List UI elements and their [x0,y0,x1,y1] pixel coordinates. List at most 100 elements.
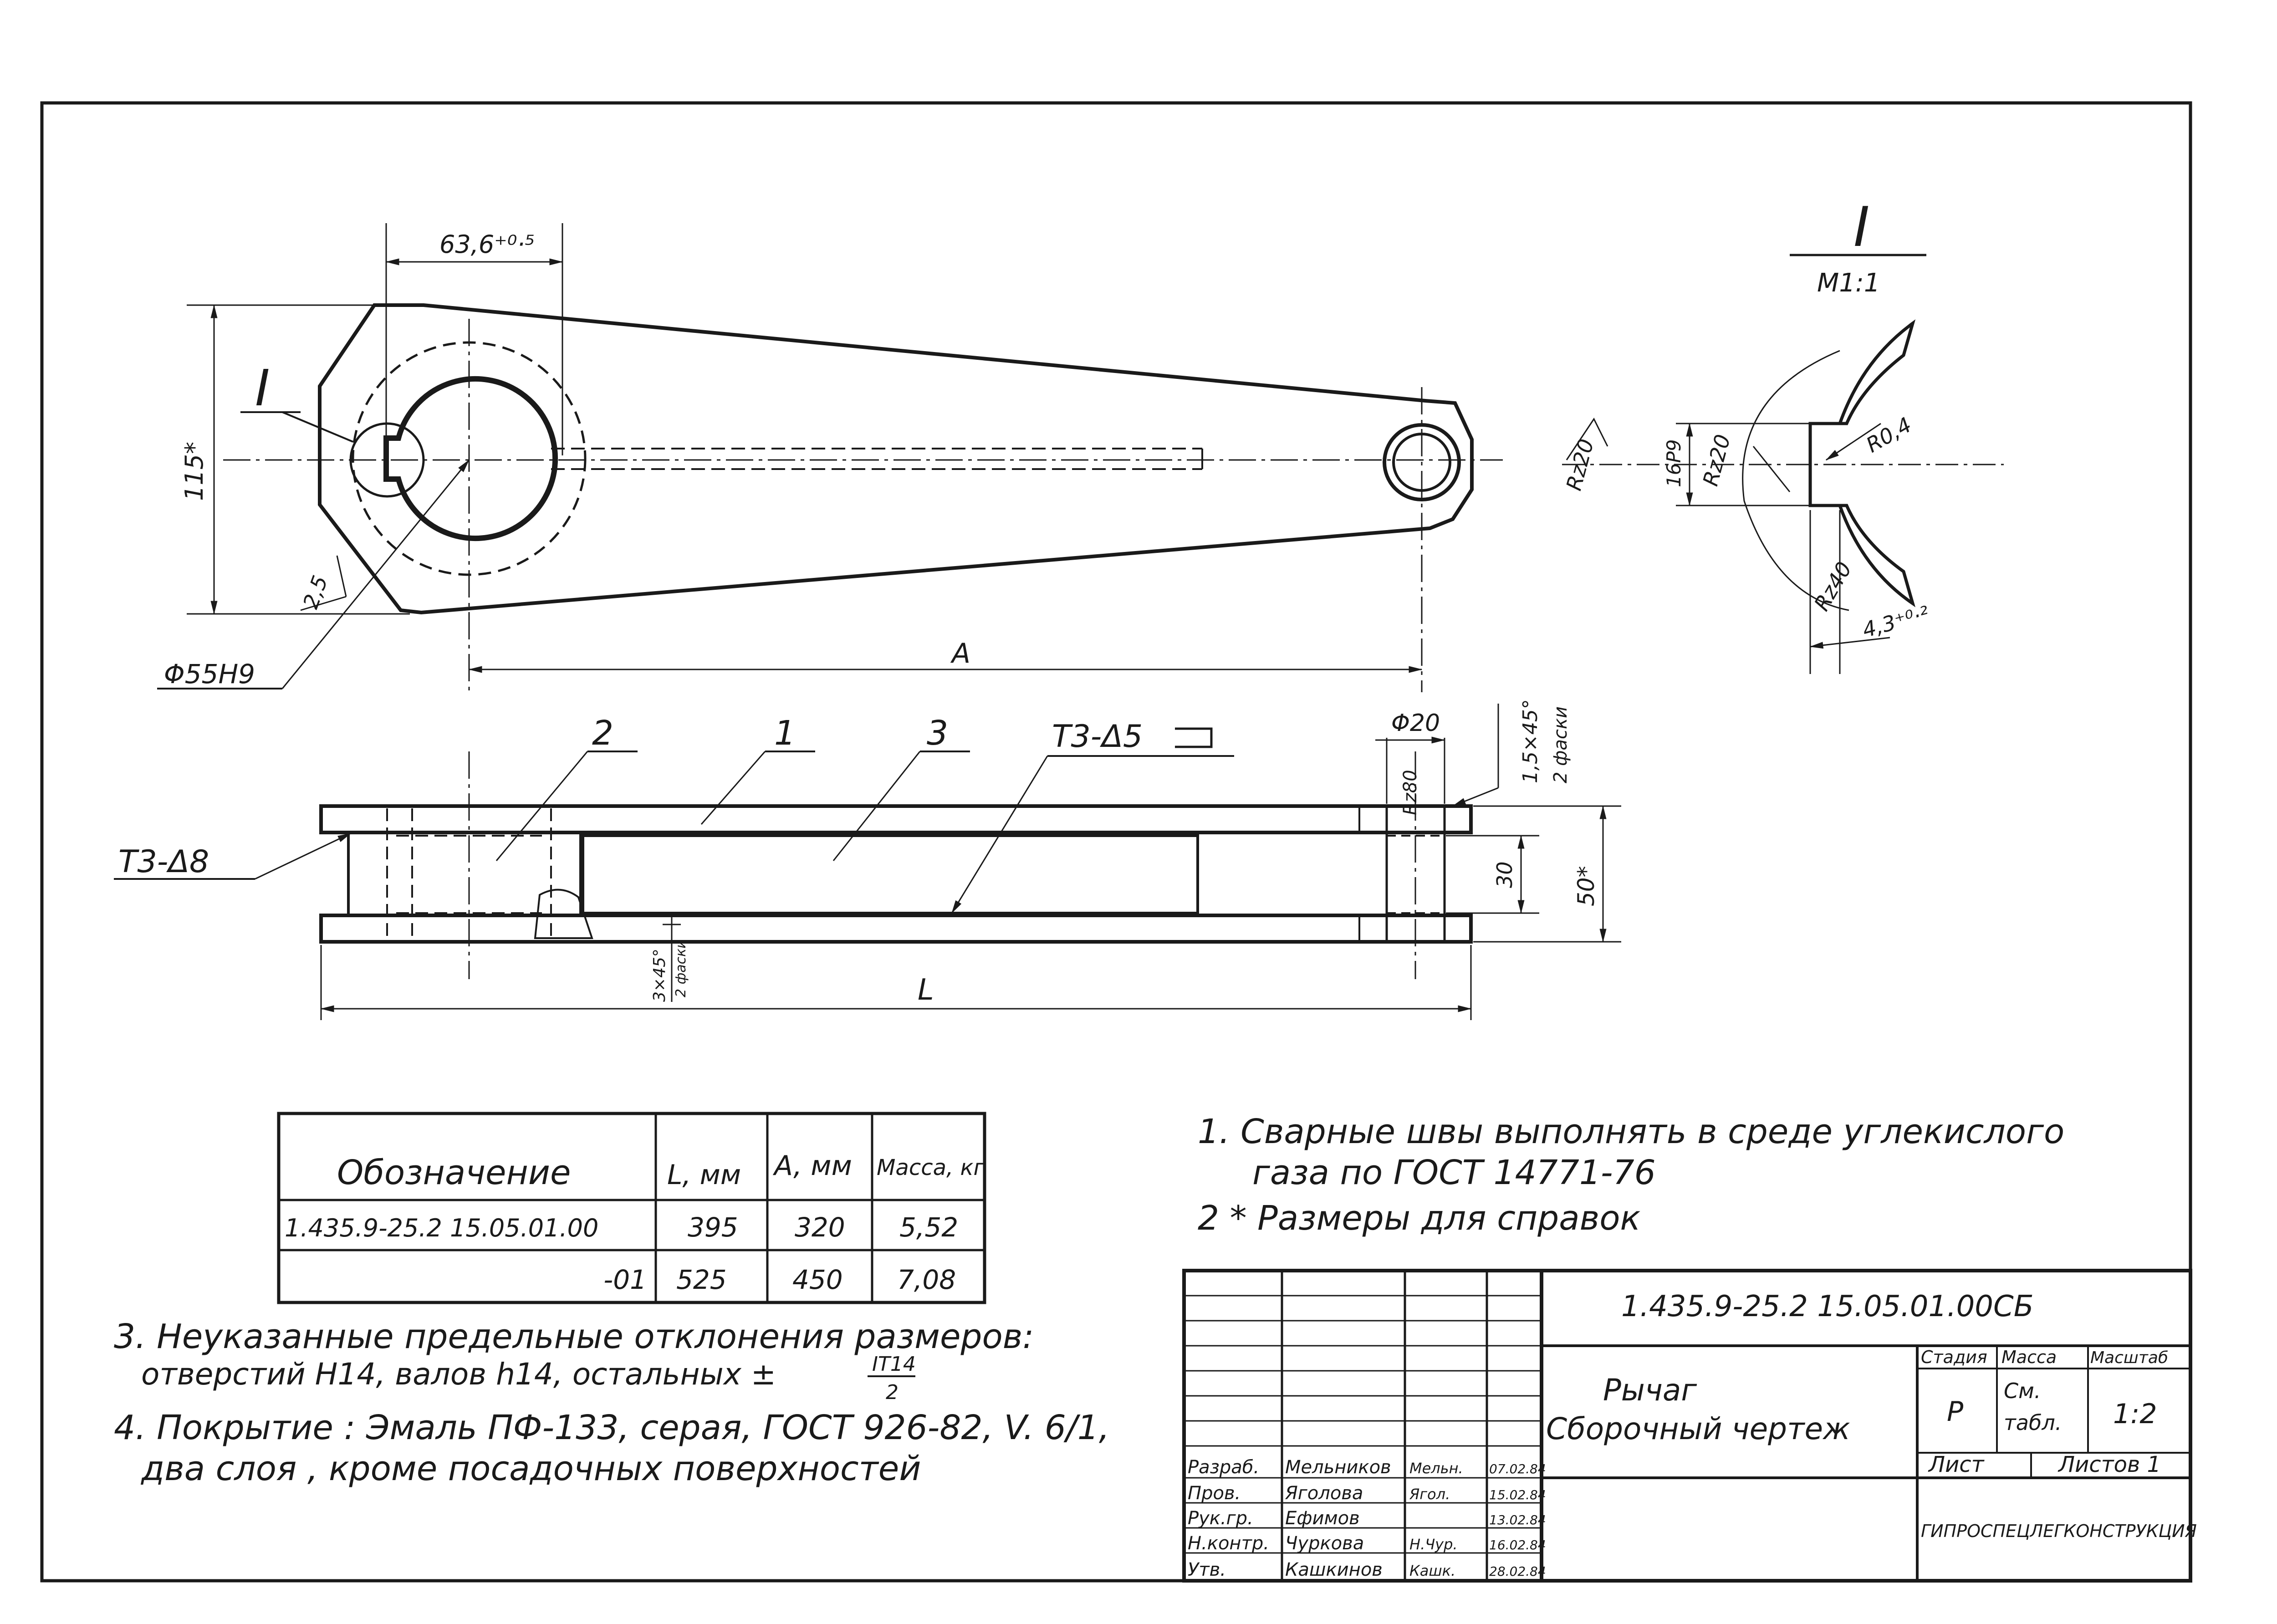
detail-arc-lower [1838,504,1916,608]
tb-sig-date-2: 13.02.84 [1489,1512,1546,1527]
detail-r04-leader [1825,423,1881,461]
dim-rz80: Rz80 [1400,770,1421,815]
detail-rz40: Rz40 [1809,557,1857,615]
position-3: 3 [927,714,948,753]
detail-keyway [1808,422,1840,507]
hub-section-hatch [534,889,593,939]
tb-sig-date-1: 15.02.84 [1489,1487,1546,1502]
title-block: 1.435.9-25.2 15.05.01.00СБ Рычаг Сборочн… [1182,1269,2197,1583]
side-top-plate [319,804,1473,834]
pin-chamfer-leader-2 [1452,787,1499,807]
detail-arc-upper [1838,319,1916,425]
detail-dim-43: 4,3⁺⁰·² [1860,601,1932,643]
note-3-line-1: 3. Неуказанные предельные отклонения раз… [114,1317,1034,1356]
dim-web-30: 30 [1492,861,1517,888]
tb-mass-label: Масса [2001,1347,2057,1367]
note-3-line-2: отверстий Н14, валов h14, остальных ± [141,1357,776,1392]
dim-total-l: L [918,973,934,1007]
dim-pin-chamfer: 1,5×45° [1519,699,1542,783]
dim-bore: Φ55Н9 [164,659,255,689]
pin-boss-bottom-hatch-r [1444,914,1472,943]
pos3-leader [832,751,921,861]
tb-sig-sign-1: Ягол. [1409,1486,1450,1503]
dim-center-a: A [950,638,970,669]
tb-sig-role-2: Рук.гр. [1188,1508,1253,1529]
tb-sig-name-2: Ефимов [1285,1508,1360,1529]
tb-sig-date-3: 16.02.84 [1489,1537,1546,1553]
weld-bracket [1175,727,1213,748]
table-row1-a: 320 [795,1212,845,1243]
tb-sig-sign-3: Н.Чур. [1409,1536,1458,1553]
pin-boss-top-hatch [1358,805,1388,833]
detail-mark-label: I [255,359,270,417]
detail-scale: М1:1 [1817,268,1880,298]
tb-name-line-1: Рычаг [1603,1373,1697,1408]
technical-notes: 1. Сварные швы выполнять в среде углекис… [114,1112,2064,1488]
dim-hub-width: 63,6⁺⁰·⁵ [439,230,535,259]
chamfer-leader [300,596,347,611]
detail-r04: R0,4 [1862,412,1916,457]
hub-body [347,831,582,917]
note-4-line-2: два слоя , кроме посадочных поверхностей [140,1449,921,1488]
tb-sheets-label: Листов 1 [2057,1452,2161,1477]
table-header-a: A, мм [772,1150,852,1182]
tb-mass-line-1: См. [2004,1379,2041,1403]
tb-sig-name-4: Кашкинов [1285,1559,1383,1580]
pos2-leader [495,751,588,861]
table-header-designation: Обозначение [337,1153,571,1192]
tb-sig-role-4: Утв. [1188,1559,1226,1580]
dim-pin-chamfer-note: 2 фаски [1550,706,1571,783]
note-2: 2 * Размеры для справок [1198,1199,1640,1238]
variants-table: Обозначение L, мм A, мм Масса, кг 1.435.… [277,1112,986,1304]
tb-sig-name-1: Яголова [1285,1483,1363,1504]
table-row1-mass: 5,52 [899,1212,958,1243]
note-1-line-1: 1. Сварные швы выполнять в среде углекис… [1198,1112,2064,1151]
weld-side-symbol: Т3-Δ8 [118,844,209,880]
side-web [582,834,1199,914]
detail-43-dim [1809,637,1890,649]
pin-boss-bottom-hatch [1358,914,1388,943]
detail-title: I [1853,196,1869,259]
table-frame [277,1112,986,1304]
weld-main-leader [951,756,1048,914]
chamfer-tick [336,555,347,597]
detail-rz20-b: Rz20 [1698,432,1735,489]
detail-hidden-arc [1742,350,1849,611]
tb-name-line-2: Сборочный чертеж [1546,1411,1850,1446]
detail-view-i: I М1:1 16P9 Rz20 Rz20 R0,4 Rz40 4,3⁺⁰·² [1561,196,2004,674]
lever-outline [318,303,1474,615]
dim-hub-chamfer: 3×45° [650,949,669,1002]
dim-chamfer-2-5: 2,5 [298,572,333,612]
side-bottom-plate [319,914,1473,944]
position-2: 2 [592,714,613,753]
lever-plan-view: 63,6⁺⁰·⁵ 115* I 2,5 Φ55Н9 A [157,223,1503,692]
tb-sig-date-4: 28.02.84 [1489,1564,1546,1579]
table-row1-designation: 1.435.9-25.2 15.05.01.00 [285,1214,598,1242]
note-4-line-1: 4. Покрытие : Эмаль ПФ-133, серая, ГОСТ … [114,1408,1109,1447]
note-1-line-2: газа по ГОСТ 14771-76 [1252,1153,1656,1192]
table-header-mass: Масса, кг [877,1155,985,1180]
tb-sig-role-0: Разраб. [1188,1457,1259,1478]
table-row2-l: 525 [676,1264,727,1295]
tb-sig-date-0: 07.02.84 [1489,1461,1546,1476]
note-3-fraction-num: IT14 [872,1353,916,1376]
detail-mark-leader [282,411,353,443]
tb-sig-role-3: Н.контр. [1188,1533,1269,1554]
pin-boss-top-hatch-r [1444,805,1472,833]
tb-stage: Р [1947,1396,1964,1428]
table-row1-l: 395 [688,1212,738,1243]
tb-designation: 1.435.9-25.2 15.05.01.00СБ [1621,1290,2034,1323]
bore-outline [383,376,558,541]
table-row2-a: 450 [792,1264,843,1295]
tb-sig-sign-4: Кашк. [1409,1562,1455,1579]
tb-stage-label: Стадия [1921,1347,1987,1367]
tb-sig-name-0: Мельников [1285,1457,1391,1478]
table-row2-mass: 7,08 [897,1264,956,1295]
lever-side-view: 2 1 3 Т3-Δ5 Т3-Δ8 Φ20 Rz80 1,5×45° 2 фас… [114,699,1621,1020]
table-row2-designation: -01 [603,1264,647,1295]
title-block-frame [1182,1269,2192,1583]
weld-side-leader [255,832,352,880]
bore-leader-diag [281,459,470,689]
dim-height-115: 115* [180,442,209,501]
tb-sig-sign-0: Мельн. [1409,1460,1463,1477]
